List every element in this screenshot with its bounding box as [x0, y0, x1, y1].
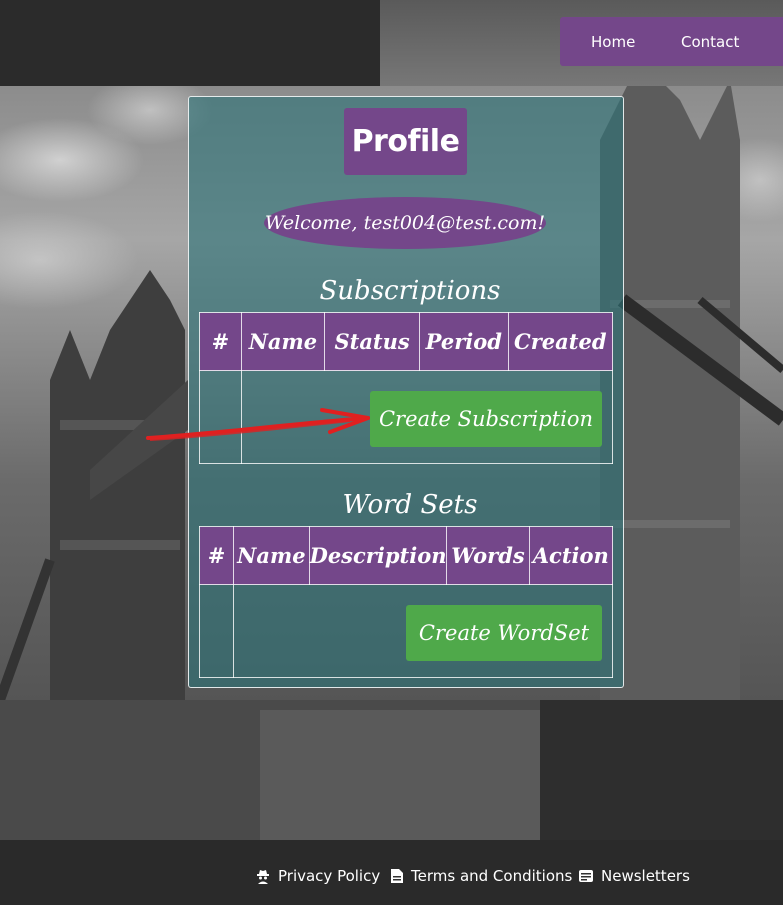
nav-home-link[interactable]: Home	[591, 33, 636, 51]
word-sets-heading: Word Sets	[342, 490, 478, 520]
create-subscription-button[interactable]: Create Subscription	[370, 391, 602, 447]
table-cell	[199, 370, 242, 464]
terms-label: Terms and Conditions	[411, 867, 573, 885]
privacy-policy-label: Privacy Policy	[278, 867, 381, 885]
column-header-status: Status	[324, 312, 421, 371]
document-icon	[391, 869, 403, 883]
privacy-policy-link[interactable]: Privacy Policy	[255, 867, 380, 885]
page-title: Profile	[344, 108, 467, 175]
column-header-words: Words	[446, 526, 530, 585]
welcome-badge: Welcome, test004@test.com!	[264, 197, 546, 249]
column-header-number: #	[199, 312, 242, 371]
newsletter-icon	[579, 870, 593, 882]
subscriptions-heading: Subscriptions	[319, 276, 501, 306]
main-nav: Home Contact	[560, 17, 783, 66]
column-header-name: Name	[240, 312, 326, 371]
word-sets-header-row: # Name Description Words Action	[198, 526, 614, 585]
column-header-created: Created	[507, 312, 614, 371]
terms-link[interactable]: Terms and Conditions	[390, 867, 572, 885]
create-wordset-button[interactable]: Create WordSet	[406, 605, 602, 661]
subscriptions-header-row: # Name Status Period Created	[199, 312, 614, 371]
column-header-action: Action	[528, 526, 614, 585]
column-header-number: #	[198, 526, 235, 585]
table-cell	[198, 584, 235, 678]
newsletters-link[interactable]: Newsletters	[578, 867, 690, 885]
column-header-period: Period	[419, 312, 509, 371]
nav-contact-link[interactable]: Contact	[681, 33, 740, 51]
user-secret-icon	[257, 870, 269, 884]
newsletters-label: Newsletters	[601, 867, 690, 885]
column-header-name: Name	[233, 526, 310, 585]
column-header-description: Description	[308, 526, 448, 585]
